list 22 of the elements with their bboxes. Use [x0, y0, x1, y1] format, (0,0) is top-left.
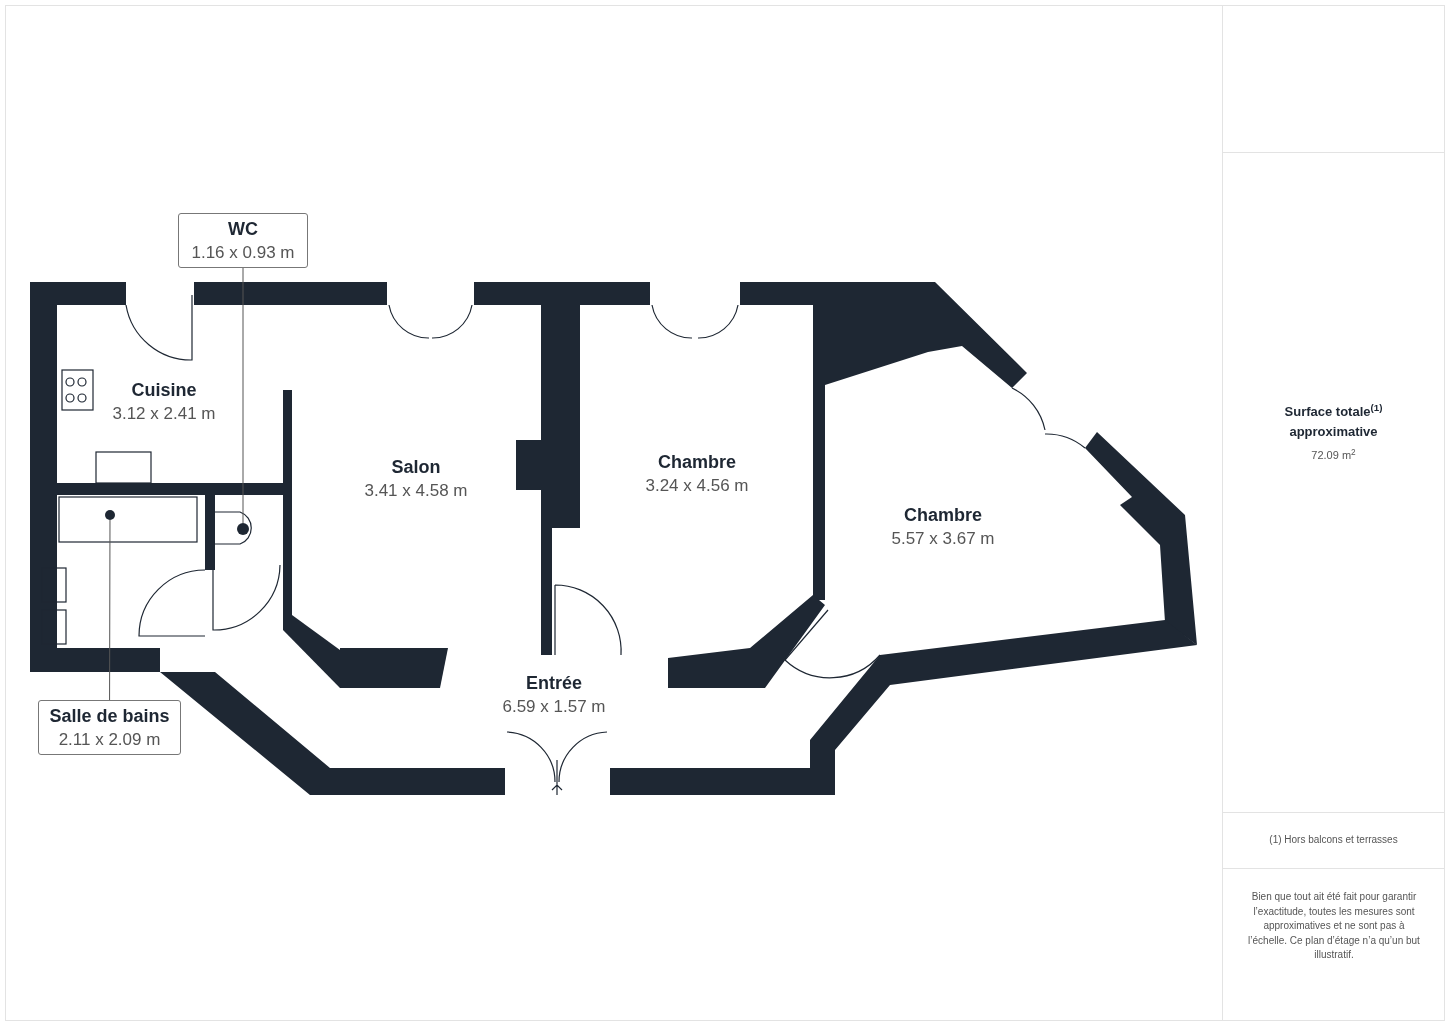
room-name: Salle de bains: [49, 704, 170, 728]
footnote: (1) Hors balcons et terrasses: [1268, 833, 1399, 847]
area-value: 72.09 m$^{2}$: [1311, 447, 1356, 463]
room-dimensions: 3.41 x 4.58 m: [364, 480, 468, 502]
room-dimensions: 3.12 x 2.41 m: [112, 403, 216, 425]
room-callout: [38, 700, 181, 755]
room-dimensions: 6.59 x 1.57 m: [502, 696, 606, 718]
room-dimensions: 2.11 x 2.09 m: [58, 728, 161, 751]
room-dimensions: 5.57 x 3.67 m: [891, 528, 995, 550]
room-name: Chambre: [658, 451, 736, 474]
room-name: Cuisine: [131, 379, 197, 402]
room-name: Entrée: [526, 672, 582, 695]
area-heading: Surface totale$^{(1)}$ approximative: [1283, 402, 1384, 441]
room-name: Salon: [391, 456, 441, 479]
room-callout: [178, 213, 308, 268]
room-dimensions: 1.16 x 0.93 m: [191, 241, 295, 264]
room-name: Chambre: [904, 504, 982, 527]
disclaimer: Bien que tout ait été fait pour garantir l’exactitude, toutes les mesures sont approximatives et ne sont pas à l’échelle. Ce plan d’étage n’a qu’un but illustratif.: [1247, 890, 1421, 962]
leader-line: [109, 519, 111, 701]
room-name: WC: [228, 217, 258, 241]
room-dimensions: 3.24 x 4.56 m: [645, 475, 749, 497]
leader-line: [242, 267, 244, 524]
